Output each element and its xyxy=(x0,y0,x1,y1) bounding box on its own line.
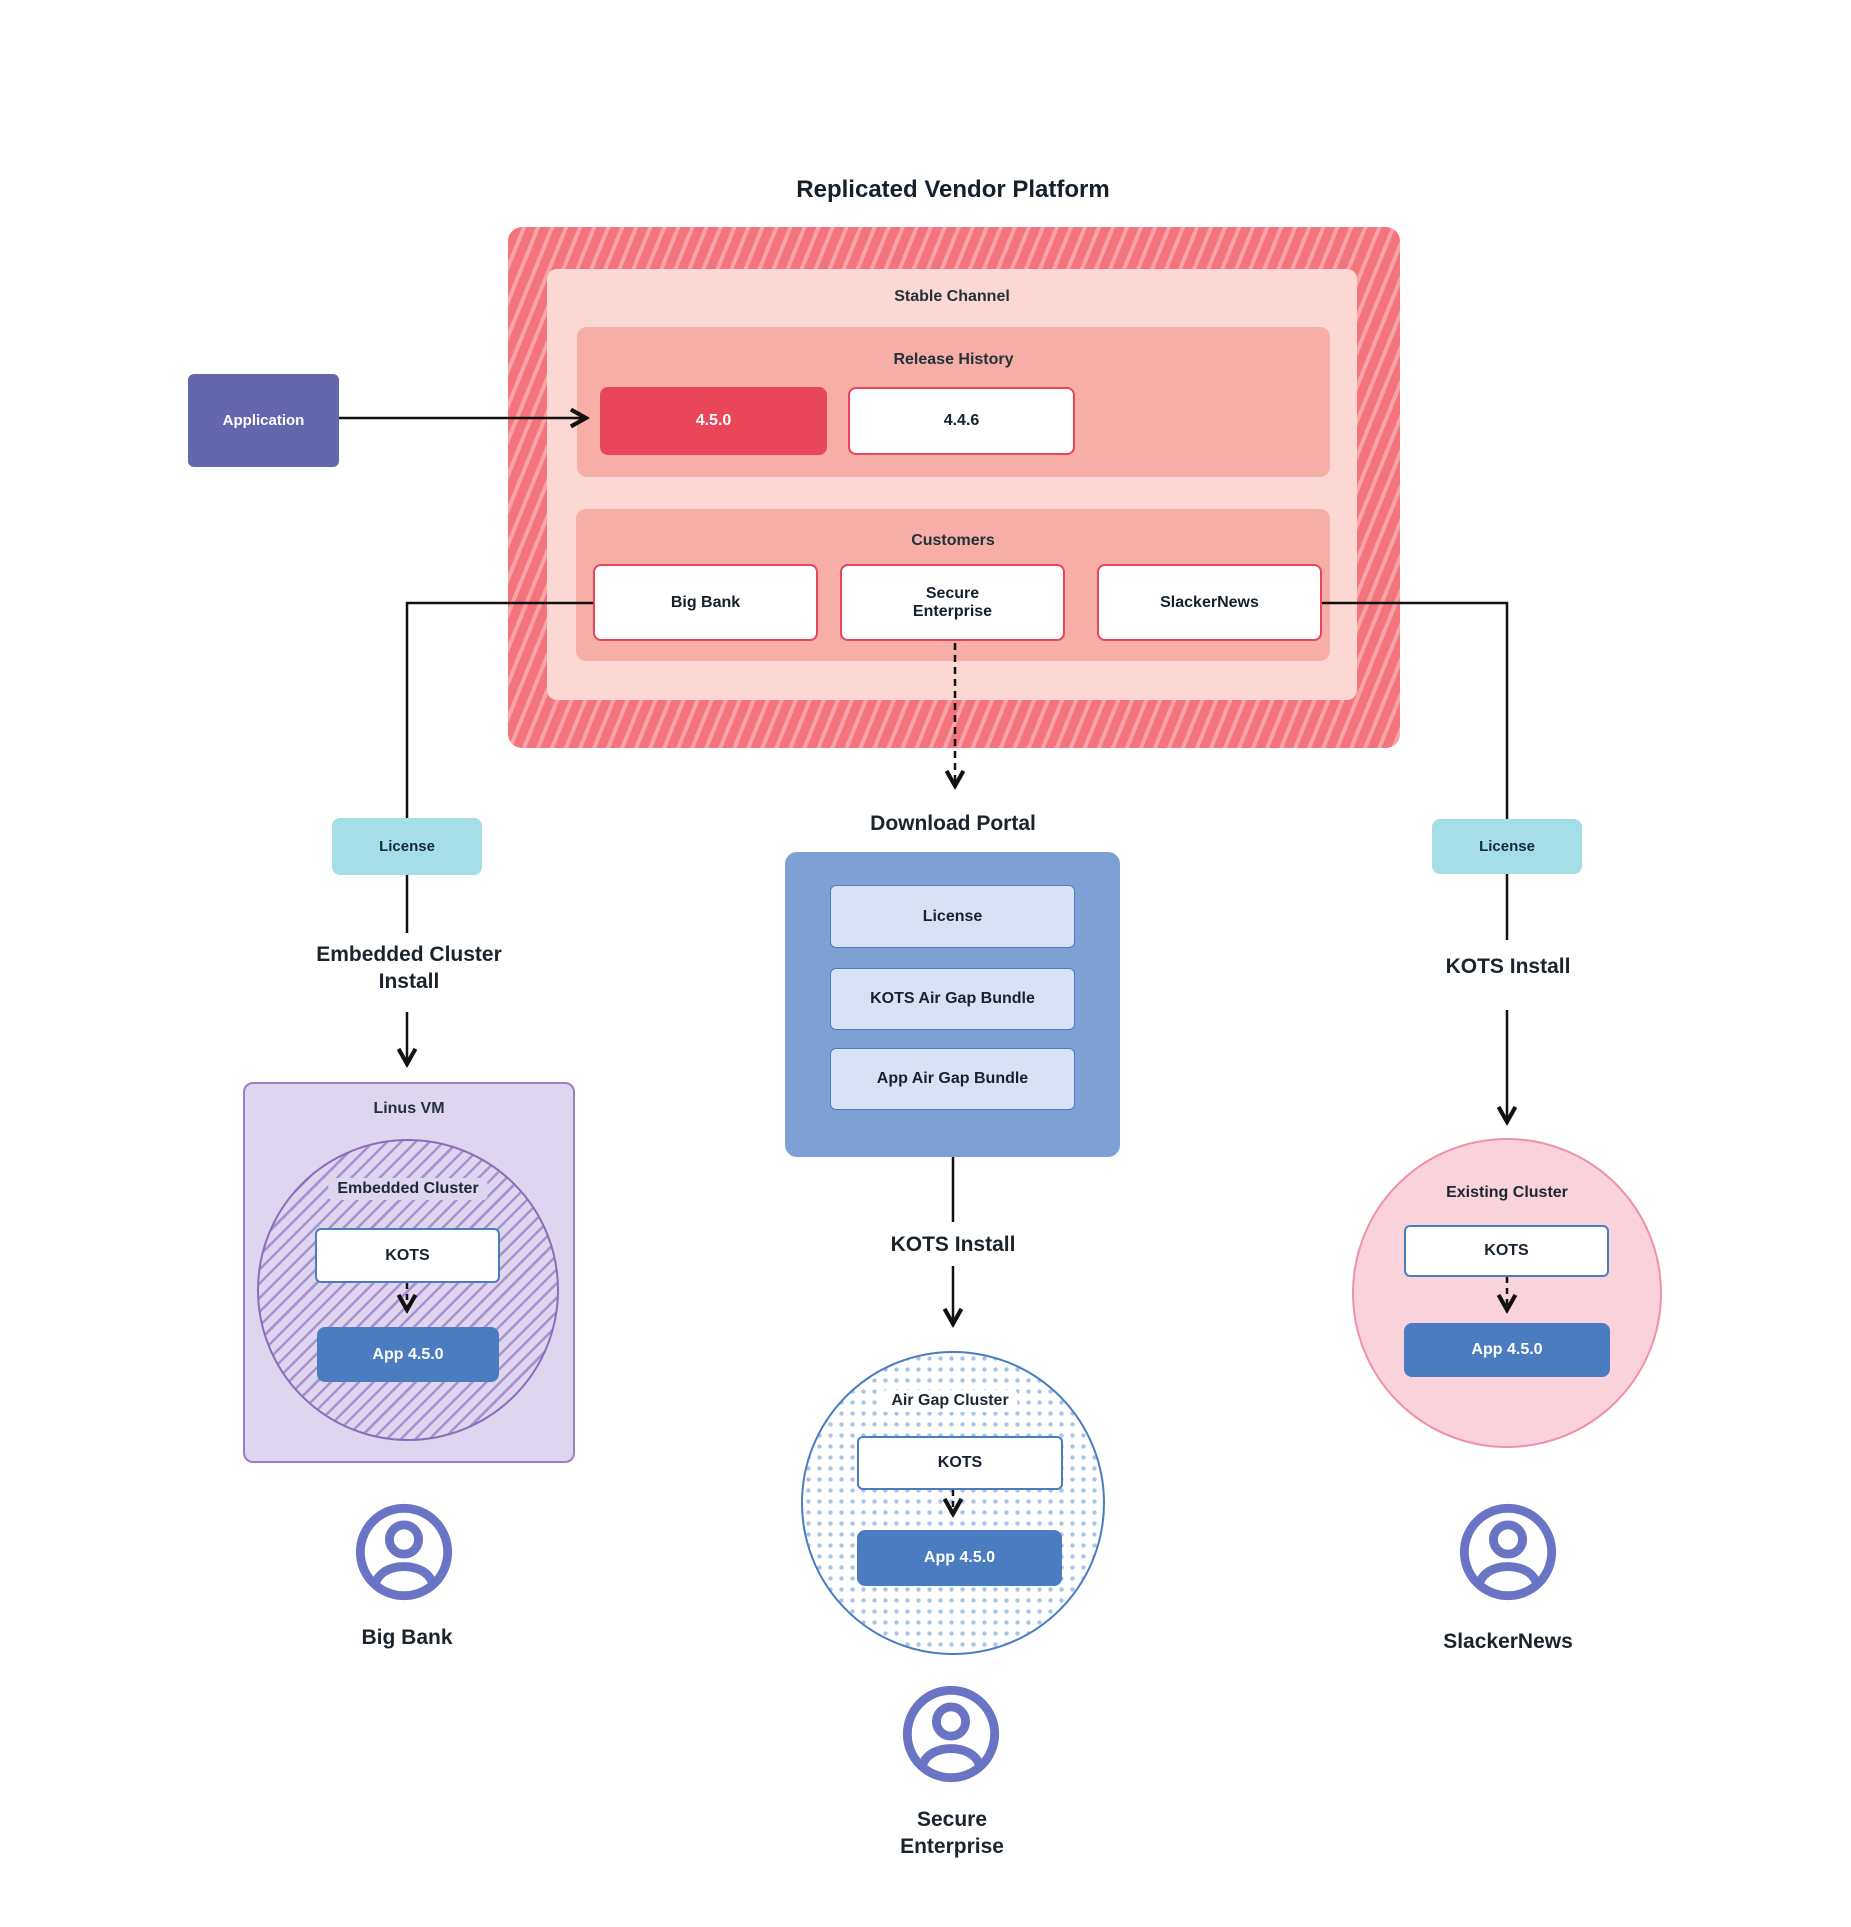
app-box-right: App 4.5.0 xyxy=(1404,1323,1610,1377)
portal-item-app-air-gap-bundle: App Air Gap Bundle xyxy=(830,1048,1075,1110)
embedded-cluster-label: Embedded Cluster xyxy=(328,1178,488,1200)
license-badge-left: License xyxy=(332,818,482,875)
portal-item-license-label: License xyxy=(922,907,983,925)
release-450-box: 4.5.0 xyxy=(600,387,827,455)
application-box: Application xyxy=(188,374,339,467)
license-badge-left-label: License xyxy=(379,838,435,855)
app-box-middle: App 4.5.0 xyxy=(857,1530,1062,1586)
kots-install-label-middle: KOTS Install xyxy=(890,1233,1016,1256)
big-bank-name-label: Big Bank xyxy=(361,1626,453,1649)
air-gap-cluster-label: Air Gap Cluster xyxy=(882,1390,1018,1412)
customer-box-big-bank: Big Bank xyxy=(593,564,818,641)
secure-enterprise-name-label: Secure Enterprise xyxy=(900,1808,1004,1858)
customer-box-big-bank-label: Big Bank xyxy=(670,593,741,611)
release-450-label: 4.5.0 xyxy=(695,412,732,429)
slackernews-name-label: SlackerNews xyxy=(1443,1630,1573,1653)
customer-box-slackernews: SlackerNews xyxy=(1097,564,1322,641)
linus-vm-label: Linus VM xyxy=(373,1100,445,1117)
slackernews-user-icon xyxy=(1459,1503,1557,1601)
existing-cluster-label: Existing Cluster xyxy=(1437,1182,1577,1204)
portal-item-app-air-gap-bundle-label: App Air Gap Bundle xyxy=(876,1070,1029,1087)
air-gap-cluster-circle xyxy=(801,1351,1105,1655)
kots-box-left: KOTS xyxy=(315,1228,500,1283)
release-history-label: Release History xyxy=(893,351,1014,368)
embedded-cluster-install-label: Embedded Cluster Install xyxy=(316,943,502,993)
app-box-right-label: App 4.5.0 xyxy=(1471,1341,1543,1358)
application-label: Application xyxy=(222,412,305,429)
kots-box-left-label: KOTS xyxy=(385,1246,430,1264)
page-title: Replicated Vendor Platform xyxy=(796,176,1110,203)
kots-box-middle: KOTS xyxy=(857,1436,1063,1490)
big-bank-user-icon xyxy=(355,1503,453,1601)
kots-box-right: KOTS xyxy=(1404,1225,1609,1277)
license-badge-right: License xyxy=(1432,819,1582,874)
release-446-box: 4.4.6 xyxy=(848,387,1075,455)
app-box-left-label: App 4.5.0 xyxy=(372,1345,444,1363)
stable-channel-label: Stable Channel xyxy=(894,288,1010,305)
download-portal-label: Download Portal xyxy=(870,812,1036,835)
customer-box-slackernews-label: SlackerNews xyxy=(1160,593,1259,611)
app-box-left: App 4.5.0 xyxy=(317,1327,499,1382)
license-badge-right-label: License xyxy=(1479,838,1535,855)
kots-box-right-label: KOTS xyxy=(1484,1242,1529,1259)
portal-item-kots-air-gap-bundle: KOTS Air Gap Bundle xyxy=(830,968,1075,1030)
customer-box-secure-enterprise: Secure Enterprise xyxy=(840,564,1065,641)
portal-item-kots-air-gap-bundle-label: KOTS Air Gap Bundle xyxy=(870,990,1035,1007)
kots-box-middle-label: KOTS xyxy=(937,1454,983,1471)
kots-install-label-right: KOTS Install xyxy=(1445,955,1571,978)
customers-label: Customers xyxy=(911,532,995,549)
customer-box-secure-enterprise-label: Secure Enterprise xyxy=(912,584,993,620)
portal-item-license: License xyxy=(830,885,1075,948)
secure-enterprise-user-icon xyxy=(902,1685,1000,1783)
app-box-middle-label: App 4.5.0 xyxy=(923,1549,996,1566)
release-446-label: 4.4.6 xyxy=(943,412,980,429)
